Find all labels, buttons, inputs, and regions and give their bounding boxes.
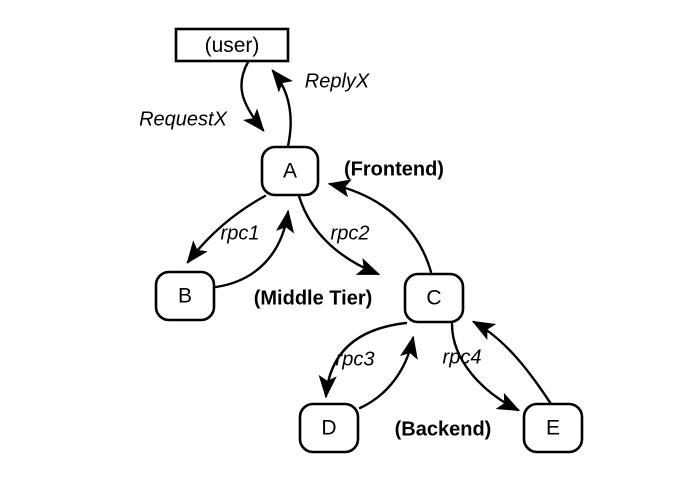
node-e[interactable]: E <box>522 402 584 454</box>
node-c[interactable]: C <box>403 272 465 324</box>
edge-path-rpc3 <box>318 321 408 399</box>
edge-label-rpc1: rpc1 <box>221 222 260 244</box>
tier-label-backend: (Backend) <box>395 418 492 440</box>
edge-path-d-return <box>358 335 418 410</box>
node-d-label: D <box>321 417 336 440</box>
node-c-shape <box>403 272 465 324</box>
edge-user-to-a: RequestX <box>139 60 265 132</box>
node-a-shape <box>260 145 320 197</box>
node-user-label: (user) <box>205 34 260 57</box>
tier-label-frontend: (Frontend) <box>344 158 444 180</box>
edge-label-rpc3: rpc3 <box>336 348 375 370</box>
node-user[interactable]: (user) <box>174 27 290 63</box>
edge-path-rpc2 <box>297 194 381 276</box>
edge-path-rpc1 <box>186 194 267 264</box>
node-b[interactable]: B <box>154 270 216 322</box>
edge-a-to-c: rpc2 <box>297 194 381 276</box>
node-e-shape <box>522 402 584 454</box>
edge-c-to-a <box>327 179 433 274</box>
node-d[interactable]: D <box>298 402 360 454</box>
node-a-label: A <box>283 160 297 183</box>
edge-label-rpc2: rpc2 <box>331 222 370 244</box>
edge-path-request-x <box>240 60 265 132</box>
edge-label-rpc4: rpc4 <box>443 346 482 368</box>
node-c-label: C <box>426 287 441 310</box>
edge-path-reply-x <box>271 69 293 148</box>
node-user-shape <box>174 27 290 63</box>
node-a[interactable]: A <box>260 145 320 197</box>
node-b-label: B <box>178 285 192 308</box>
edge-c-to-e: rpc4 <box>443 322 521 412</box>
node-e-label: E <box>546 417 560 440</box>
edge-path-e-return <box>471 320 553 406</box>
edge-path-rpc4 <box>450 322 521 412</box>
edge-a-to-b: rpc1 <box>186 194 267 264</box>
edge-e-to-c <box>471 320 553 406</box>
edge-a-to-user: ReplyX <box>271 69 370 148</box>
edge-label-request-x: RequestX <box>139 108 227 130</box>
node-b-shape <box>154 270 216 322</box>
edge-d-to-c <box>358 335 418 410</box>
tier-label-middle-tier: (Middle Tier) <box>254 287 373 309</box>
edge-path-c-return <box>327 179 433 274</box>
edge-path-b-return <box>214 209 295 289</box>
edge-label-reply-x: ReplyX <box>305 70 370 92</box>
edge-b-to-a <box>214 209 295 289</box>
node-d-shape <box>298 402 360 454</box>
edge-c-to-d: rpc3 <box>318 321 408 399</box>
